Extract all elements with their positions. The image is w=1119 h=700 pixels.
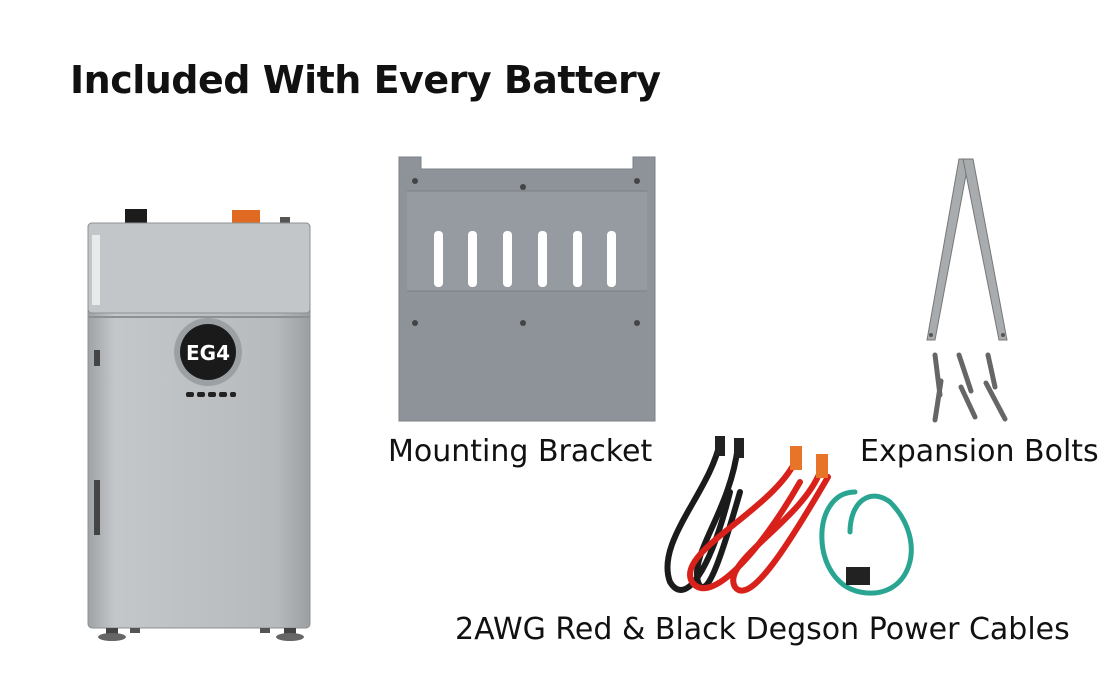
battery-image: EG4 <box>87 209 311 641</box>
mounting-bracket-caption: Mounting Bracket <box>388 434 653 469</box>
mounting-bracket-image <box>398 156 656 422</box>
expansion-bolts-image <box>926 158 1008 423</box>
battery-logo-text: EG4 <box>186 341 230 365</box>
power-cables-image <box>664 436 914 596</box>
expansion-bolts-caption: Expansion Bolts <box>860 434 1099 469</box>
power-cables-caption: 2AWG Red & Black Degson Power Cables <box>455 612 1070 647</box>
page-title: Included With Every Battery <box>70 58 661 102</box>
